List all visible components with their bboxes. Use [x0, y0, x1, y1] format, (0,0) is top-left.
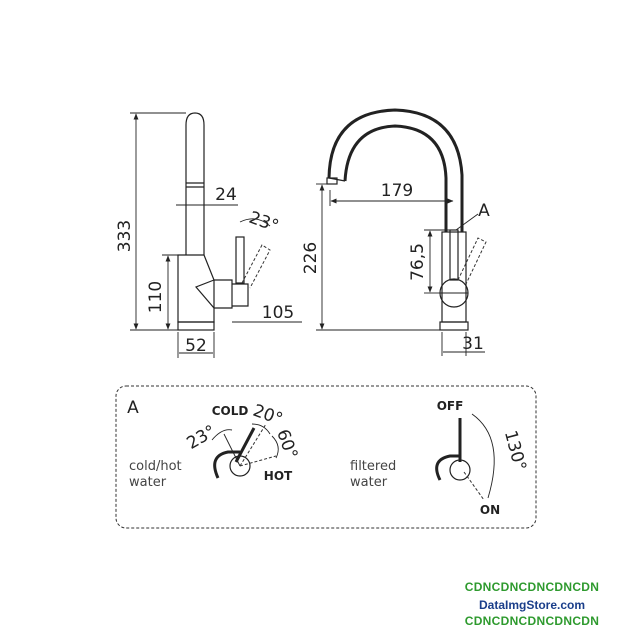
left-arc-23 [211, 429, 233, 441]
left-angle-line [223, 433, 241, 467]
front-spout-inner [343, 124, 448, 232]
dim-333-label: 333 [115, 220, 135, 252]
left-lever-ghost [239, 455, 277, 467]
angle-20-label: 20° [250, 401, 285, 430]
front-view: 179 A 226 76,5 31 [301, 108, 490, 356]
left-arc-20 [251, 423, 271, 435]
front-base-plate [439, 321, 469, 331]
side-lever-ghost [241, 244, 271, 289]
left-lever-ghost [239, 423, 267, 467]
watermark-line2: DataImgStore.com [478, 598, 586, 612]
side-spout-body [185, 112, 205, 255]
dim-24-label: 24 [215, 185, 237, 205]
side-lever [235, 236, 245, 284]
detail-panel: A cold/hot water COLD HOT 23° 20° 60° fi… [115, 385, 537, 529]
front-lever [449, 229, 459, 281]
side-base-plate [177, 321, 215, 331]
angle-130-label: 130° [500, 428, 530, 473]
dim-76-5-label: 76,5 [408, 243, 428, 281]
dim-179-label: 179 [381, 181, 413, 201]
left-lever [234, 427, 256, 463]
right-caption-line1: filtered [350, 459, 396, 474]
front-body [441, 231, 467, 323]
front-nozzle [326, 177, 338, 185]
front-spout-outer [327, 108, 464, 232]
left-caption-line2: water [129, 475, 167, 490]
left-arc-60 [271, 435, 279, 459]
dim-23-label: 23° [246, 208, 281, 237]
dim-105-label: 105 [262, 303, 294, 323]
side-view: 333 110 24 23° 105 52 [115, 112, 302, 358]
left-body-curve [213, 450, 240, 479]
detail-border [115, 385, 537, 529]
detail-marker-a: A [478, 201, 490, 221]
dim-31-label: 31 [462, 334, 484, 354]
side-handle-block [194, 279, 233, 309]
right-arc-130 [471, 413, 495, 499]
watermark-line1: CDNCDNCDNCDNCDN [464, 580, 600, 594]
dim-arc-23 [239, 218, 271, 227]
right-lever-ghost [463, 471, 485, 501]
on-label: ON [480, 503, 500, 517]
dim-110-label: 110 [146, 281, 166, 313]
dim-52-label: 52 [185, 336, 207, 356]
right-body-curve [435, 454, 460, 481]
detail-title: A [127, 398, 139, 418]
right-caption-line2: water [350, 475, 388, 490]
front-lever-ghost [457, 237, 487, 285]
watermark-line3: CDNCDNCDNCDNCDN [464, 614, 600, 628]
cold-label: COLD [212, 404, 249, 418]
angle-23-label: 23° [183, 421, 219, 453]
left-caption-line1: cold/hot [129, 459, 182, 474]
detail-marker-leader [455, 213, 479, 231]
side-handle-cap [232, 283, 249, 307]
hot-label: HOT [264, 469, 293, 483]
off-label: OFF [437, 399, 464, 413]
side-body [177, 254, 215, 323]
dim-226-label: 226 [301, 242, 321, 274]
